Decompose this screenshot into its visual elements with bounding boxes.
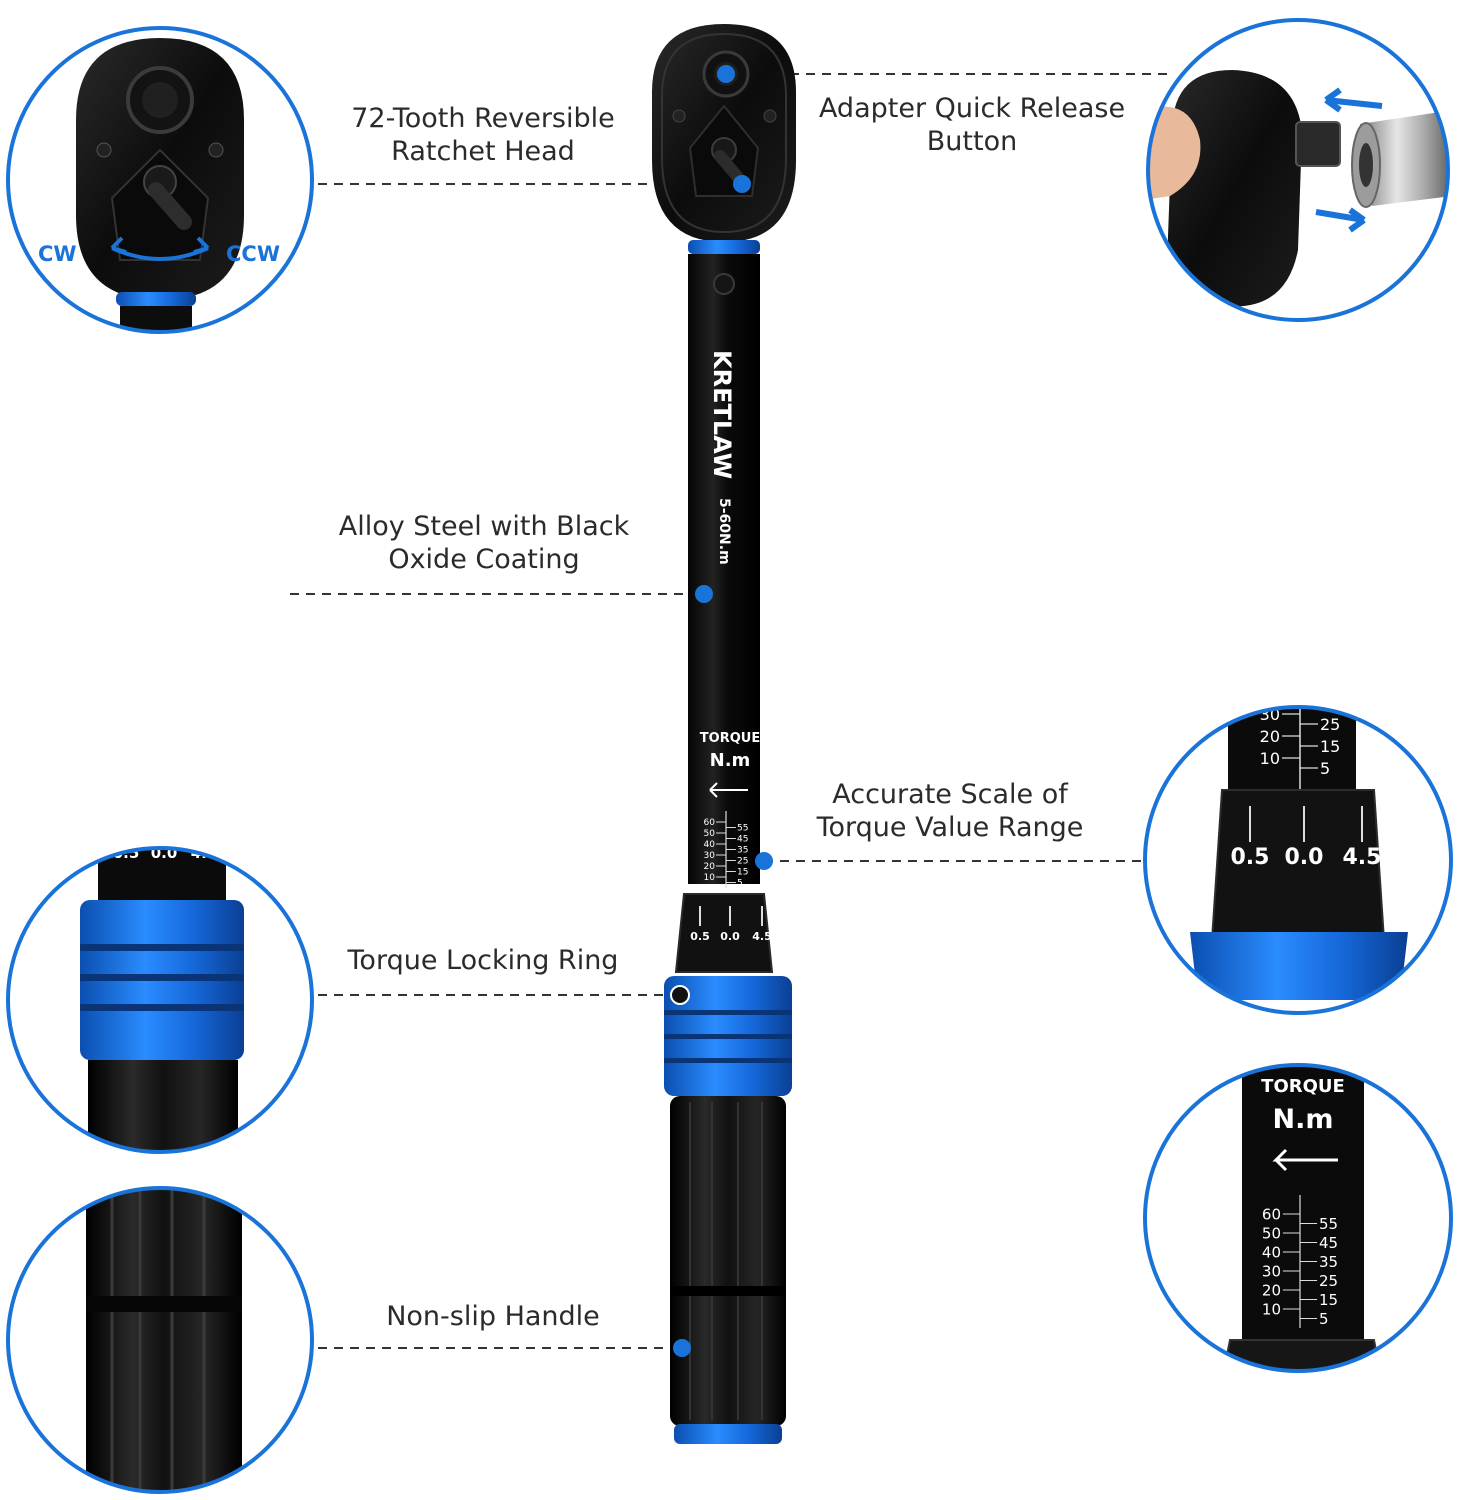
scale-label-right: 25 [1319, 1272, 1338, 1290]
scale-label-left: 20 [704, 862, 716, 872]
callout-alloy-steel-line1: Alloy Steel with Black [338, 511, 630, 542]
scale-title: TORQUE [1261, 1076, 1345, 1097]
scale-label-left: 30 [704, 851, 716, 861]
detail-circle-quick-release [1146, 18, 1450, 322]
dial-label: 0.0 [720, 930, 740, 943]
callout-quick-release-line1: Adapter Quick Release [818, 93, 1126, 124]
scale-label-right: 55 [1319, 1215, 1338, 1233]
scale-label-right: 5 [737, 879, 743, 889]
scale-label-left: 10 [1260, 749, 1280, 768]
dial-label: 4.5 [1343, 845, 1382, 870]
callout-alloy-steel-line2: Oxide Coating [388, 544, 580, 575]
scale-label-right: 15 [1320, 737, 1340, 756]
dial-label: 0.5 [690, 930, 710, 943]
callout-quick-release: Adapter Quick Release Button [802, 92, 1142, 158]
scale-label-left: 60 [1262, 1205, 1281, 1223]
dial-label: 4.5 [752, 930, 772, 943]
scale-unit: N.m [710, 750, 751, 771]
dial-label: 0.0 [151, 844, 178, 862]
callout-alloy-steel: Alloy Steel with Black Oxide Coating [322, 510, 646, 576]
scale-label-left: 60 [704, 818, 716, 828]
direction-arrow [709, 782, 748, 798]
scale-label-left: 40 [1262, 1243, 1281, 1261]
scale-label-left: 50 [704, 829, 716, 839]
scale-label-right: 45 [737, 835, 748, 845]
callout-accurate-scale-line1: Accurate Scale of [832, 779, 1068, 810]
ccw-label: CCW [226, 242, 280, 266]
detail-circle-handle [6, 1186, 314, 1494]
scale-label-right: 25 [1320, 715, 1340, 734]
scale-label-right: 5 [1319, 1310, 1329, 1328]
callout-ratchet-head-line1: 72-Tooth Reversible [351, 103, 615, 134]
detail-circle-ratchet [6, 26, 314, 334]
scale-title: TORQUE [700, 731, 760, 746]
scale-label-right: 15 [1319, 1291, 1338, 1309]
brand-text: KRETLAW [708, 350, 736, 479]
big-dial-labels: 0.5 0.0 4.5 [1231, 806, 1382, 870]
torque-range-text: 5-60N.m [716, 498, 732, 565]
scale-label-left: 20 [1260, 727, 1280, 746]
callout-locking-ring: Torque Locking Ring [347, 945, 619, 976]
scale-unit: N.m [1273, 1104, 1334, 1135]
scale-label-right: 45 [1319, 1234, 1338, 1252]
scale-label-right: 5 [1320, 759, 1330, 778]
scale-label-right: 35 [737, 846, 748, 856]
scale-label-left: 30 [1262, 1262, 1281, 1280]
scale-label-right: 55 [737, 824, 748, 834]
scale-label-left: 10 [1262, 1300, 1281, 1318]
scale-label-right: 15 [737, 868, 748, 878]
wrench: KRETLAW 5-60N.m TORQUEN.m605040302010554… [652, 24, 796, 1444]
scale-label-left: 20 [1262, 1281, 1281, 1299]
dial-label: 0.0 [1285, 845, 1324, 870]
callout-ratchet-head: 72-Tooth Reversible Ratchet Head [330, 102, 636, 168]
callout-handle: Non-slip Handle [386, 1301, 600, 1332]
callout-accurate-scale-line2: Torque Value Range [816, 812, 1084, 843]
scale-label-right: 35 [1319, 1253, 1338, 1271]
scale-label-left: 10 [704, 873, 716, 883]
cw-label: CW [38, 242, 77, 266]
shaft-dial: 0.5 0.0 4.5 [690, 906, 772, 943]
dial-label: 0.5 [1231, 845, 1270, 870]
scale-label-left: 40 [704, 840, 716, 850]
scale-label-left: 50 [1262, 1224, 1281, 1242]
callout-quick-release-line2: Button [926, 126, 1018, 157]
callout-accurate-scale: Accurate Scale of Torque Value Range [800, 778, 1100, 844]
callout-ratchet-head-line2: Ratchet Head [391, 136, 575, 167]
leader-lines [290, 73, 1172, 1349]
scale-label-right: 25 [737, 857, 748, 867]
